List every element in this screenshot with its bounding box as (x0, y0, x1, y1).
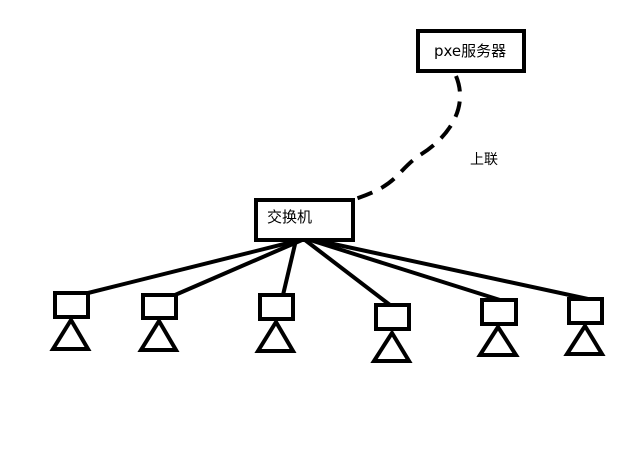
connection-client-6 (314, 238, 589, 301)
uplink-label: 上联 (470, 152, 498, 168)
client-computer-icon (141, 293, 178, 320)
switch-node: 交换机 (254, 198, 355, 242)
client-connections (87, 238, 589, 307)
client-stand-icon (563, 322, 606, 356)
client-stand-icon (370, 329, 413, 363)
client-node-3 (254, 293, 297, 353)
connection-client-1 (87, 238, 301, 295)
client-stand-icon (254, 318, 297, 353)
client-computer-icon (374, 303, 411, 331)
client-node-1 (49, 291, 92, 351)
client-computer-icon (480, 298, 518, 326)
connection-client-5 (309, 238, 501, 302)
connection-client-2 (174, 238, 303, 297)
uplink-connection (351, 75, 463, 202)
client-node-2 (137, 293, 180, 352)
client-computer-icon (258, 293, 295, 321)
connection-client-3 (281, 239, 298, 296)
switch-label: 交换机 (267, 208, 312, 226)
client-stand-icon (49, 316, 92, 351)
client-node-6 (563, 297, 606, 356)
client-stand-icon (476, 323, 520, 357)
connection-client-4 (303, 238, 392, 307)
pxe-server-label: pxe服务器 (434, 42, 506, 60)
client-computer-icon (567, 297, 604, 325)
pxe-server-node: pxe服务器 (416, 29, 526, 73)
client-node-5 (476, 298, 520, 357)
client-node-4 (370, 303, 413, 363)
client-stand-icon (137, 317, 180, 352)
client-computer-icon (53, 291, 90, 319)
